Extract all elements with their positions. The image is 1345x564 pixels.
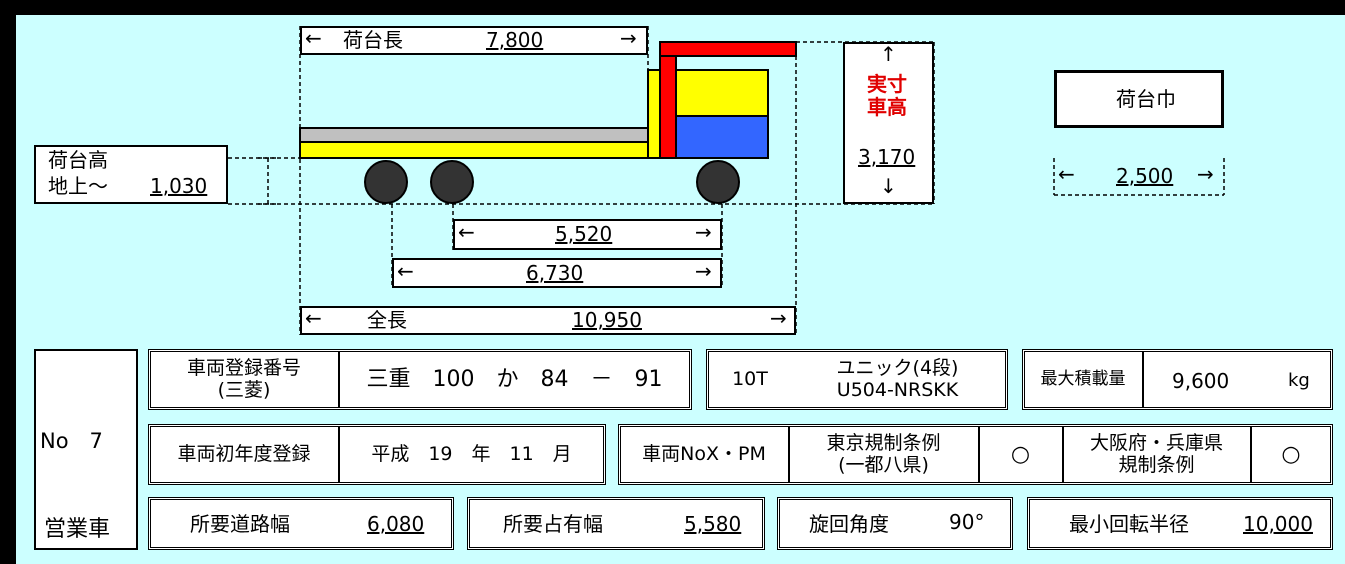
vehicle-id-box xyxy=(34,349,138,550)
bed-headboard xyxy=(647,69,661,159)
bed-length-value: 7,800 xyxy=(486,28,544,52)
actual-height-label-1: 実寸 xyxy=(867,72,907,96)
osaka-rule-mark: ○ xyxy=(1281,441,1301,467)
road-width-label: 所要道路幅 xyxy=(190,512,290,536)
front-wheel xyxy=(696,160,740,204)
occupied-width-box xyxy=(467,497,765,550)
osaka-rule-label: 大阪府・兵庫県規制条例 xyxy=(1089,431,1223,476)
dim-5520-value: 5,520 xyxy=(555,222,613,246)
actual-height-box xyxy=(843,42,934,204)
bed-height-box xyxy=(34,145,228,204)
turn-angle-box xyxy=(777,497,1013,550)
left-arrow: ← xyxy=(305,306,322,330)
first-reg-label: 車両初年度登録 xyxy=(177,442,311,465)
nox-label: 車両NoX・PM xyxy=(642,442,766,465)
left-arrow: ← xyxy=(458,220,475,244)
crane-post xyxy=(659,41,677,159)
bed-height-label-2: 地上～ xyxy=(48,174,108,198)
reg-number-label: 車両登録番号(三菱) xyxy=(186,356,301,401)
max-load-label: 最大積載量 xyxy=(1040,368,1126,389)
first-reg-row xyxy=(148,424,606,485)
turn-angle-value: 90° xyxy=(949,510,985,534)
min-radius-label: 最小回転半径 xyxy=(1069,512,1189,536)
dim-5520-box xyxy=(453,219,722,250)
vehicle-no: No 7 xyxy=(40,429,103,453)
rear-wheel-1 xyxy=(364,160,408,204)
cab-upper xyxy=(675,69,769,117)
left-arrow: ← xyxy=(1058,162,1075,186)
tonnage: 10T xyxy=(732,367,768,390)
actual-height-label-2: 車高 xyxy=(867,95,907,119)
turn-angle-label: 旋回角度 xyxy=(809,512,889,536)
total-length-value: 10,950 xyxy=(572,308,642,332)
reg-number-value: 三重 100 か 84 － 91 xyxy=(366,366,663,392)
tokyo-rule-mark: ○ xyxy=(1010,441,1031,467)
registration-row xyxy=(148,349,692,410)
bed-width-value: 2,500 xyxy=(1116,164,1174,188)
dim-6730-box xyxy=(392,258,722,288)
bed-length-label: 荷台長 xyxy=(343,28,403,52)
tokyo-rule-label: 東京規制条例(一都八県) xyxy=(826,431,941,476)
left-arrow: ← xyxy=(397,259,414,283)
vehicle-category: 営業車 xyxy=(44,517,111,542)
right-arrow: → xyxy=(695,259,712,283)
right-arrow: → xyxy=(1197,162,1214,186)
right-arrow: → xyxy=(620,26,637,50)
bed-width-box xyxy=(1054,70,1224,128)
bed-height-value: 1,030 xyxy=(150,174,208,198)
max-load-row xyxy=(1022,349,1333,410)
bed-height-marker xyxy=(228,157,300,205)
total-length-box xyxy=(300,306,796,335)
first-reg-value: 平成 19 年 11 月 xyxy=(371,442,572,465)
up-arrow: ↑ xyxy=(880,42,897,66)
crane-model: ユニック(4段)U504-NRSKK xyxy=(836,356,959,401)
max-load-value: 9,600 xyxy=(1172,369,1230,393)
bed-width-label: 荷台巾 xyxy=(1116,87,1176,111)
bed-height-label-1: 荷台高 xyxy=(48,148,108,172)
bed-deck xyxy=(299,127,649,143)
dim-6730-value: 6,730 xyxy=(526,261,584,285)
left-arrow: ← xyxy=(305,26,322,50)
bed-length-box xyxy=(300,26,648,55)
occupied-width-label: 所要占有幅 xyxy=(503,512,603,536)
min-radius-value: 10,000 xyxy=(1243,512,1313,536)
rear-wheel-2 xyxy=(430,160,474,204)
right-arrow: → xyxy=(770,306,787,330)
occupied-width-value: 5,580 xyxy=(684,512,742,536)
crane-row xyxy=(706,349,1008,410)
total-length-label: 全長 xyxy=(367,308,407,332)
max-load-unit: kg xyxy=(1288,370,1310,391)
min-radius-box xyxy=(1027,497,1333,550)
actual-height-value: 3,170 xyxy=(858,145,916,169)
road-width-value: 6,080 xyxy=(367,512,425,536)
crane-boom xyxy=(659,41,797,57)
cab-lower xyxy=(675,115,769,159)
right-arrow: → xyxy=(695,220,712,244)
road-width-box xyxy=(148,497,454,550)
down-arrow: ↓ xyxy=(880,174,897,198)
regulation-row xyxy=(618,424,1333,485)
